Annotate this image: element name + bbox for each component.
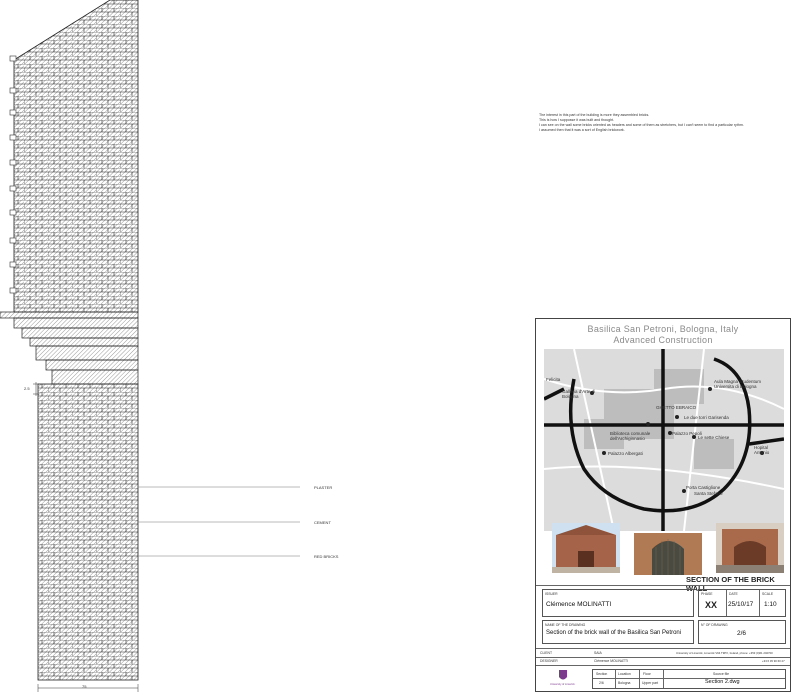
- project-title: Basilica San Petroni, Bologna, Italy: [587, 324, 739, 334]
- note-line: I assumed then that it was a sort of Eng…: [539, 128, 625, 132]
- date-value: 25/10/17: [728, 601, 754, 608]
- title-block: Basilica San Petroni, Bologna, Italy Adv…: [535, 318, 791, 692]
- dimension-width: 75: [82, 684, 87, 689]
- designer-name: Clémence MOLINATTI: [594, 659, 629, 663]
- map-label: Santa Stefano: [694, 491, 723, 496]
- map-label: Palazzo Albergati: [608, 451, 643, 456]
- map-label: Palazzo Pepoli: [672, 431, 702, 436]
- dimension-side: 2.5: [24, 386, 30, 391]
- map-label: Le due torri Garisenda: [684, 415, 729, 420]
- photo-basilica-facade: [552, 523, 620, 573]
- drawing-name-box: NAME OF THE DRAWING Section of the brick…: [542, 620, 694, 644]
- label-red-bricks: RED BRICKS: [314, 554, 339, 559]
- footer-header: Floor: [643, 672, 651, 676]
- drawing-number: 2/6: [737, 630, 747, 637]
- course-title: Advanced Construction: [613, 335, 713, 345]
- issuer-label: ISSUER: [545, 592, 558, 596]
- map-label: Galleria d'Arte di Bologna: [562, 389, 596, 399]
- map-label: Felicita: [546, 377, 561, 382]
- brick-wall-section-drawing: [0, 0, 300, 692]
- client-label: CLIENT: [540, 651, 553, 655]
- footer-header: Location: [618, 672, 631, 676]
- designer-phone: +33 6 45 90 60 27: [762, 659, 785, 663]
- logo-text: University of Limerick: [550, 683, 575, 686]
- section-title: SECTION OF THE BRICK WALL: [686, 575, 775, 593]
- map-label: Biblioteca comunale dell'Archiginnasio: [610, 431, 651, 441]
- map-label: GHETTO EBRAICO: [656, 405, 697, 410]
- map-label: Hopital Antonio: [754, 445, 770, 455]
- map-label: Le sette Chiese: [698, 435, 730, 440]
- client-name: SAIA: [594, 651, 602, 655]
- phase-label: PHASE: [701, 592, 713, 596]
- drawing-name-label: NAME OF THE DRAWING: [545, 623, 586, 627]
- issuer-box: ISSUER Clémence MOLINATTI: [542, 589, 694, 617]
- phase-value: XX: [705, 600, 718, 610]
- footer-value: Section 2.dwg: [705, 679, 740, 685]
- footer-value: Upper part: [642, 681, 659, 685]
- scale-label: SCALE: [762, 592, 774, 596]
- drawing-number-label: N° OF DRAWING: [701, 623, 728, 627]
- issuer-name: Clémence MOLINATTI: [546, 601, 612, 608]
- designer-label: DESIGNER: [540, 659, 558, 663]
- photo-basilica-side: [716, 523, 784, 573]
- drawing-name: Section of the brick wall of the Basilic…: [546, 630, 682, 636]
- footer-header: Section: [596, 672, 608, 676]
- footer-value: Bologna: [618, 681, 631, 685]
- construction-notes: The interest in this part of the buildin…: [539, 113, 759, 133]
- scale-value: 1:10: [764, 601, 777, 608]
- drawing-number-box: N° OF DRAWING 2/6: [698, 620, 786, 644]
- client-address: University of Limerick, Limerick V94 T9P…: [676, 651, 773, 655]
- note-line: The interest in this part of the buildin…: [539, 113, 650, 117]
- note-line: I can see on the wall some bricks orient…: [539, 123, 744, 127]
- map-label: Porta Castiglione: [686, 485, 721, 490]
- photo-brick-arch: [634, 533, 702, 575]
- university-logo-icon: [559, 670, 567, 680]
- label-cement: CEMENT: [314, 520, 331, 525]
- footer-value: 2/6: [599, 681, 604, 685]
- note-line: This is how I supposse it was built and …: [539, 118, 615, 122]
- phase-date-scale-box: PHASE XX DATE 25/10/17 SCALE 1:10: [698, 589, 786, 617]
- footer-table: Section Location Floor Source file 2/6 B…: [592, 669, 786, 689]
- label-plaster: PLASTER: [314, 485, 333, 490]
- footer-header: Source file: [713, 672, 730, 676]
- location-map: Felicita Galleria d'Arte di Bologna Aula…: [544, 349, 784, 531]
- map-label: Aula Magna Studentum Universita di Bolog…: [714, 379, 762, 389]
- date-label: DATE: [729, 592, 738, 596]
